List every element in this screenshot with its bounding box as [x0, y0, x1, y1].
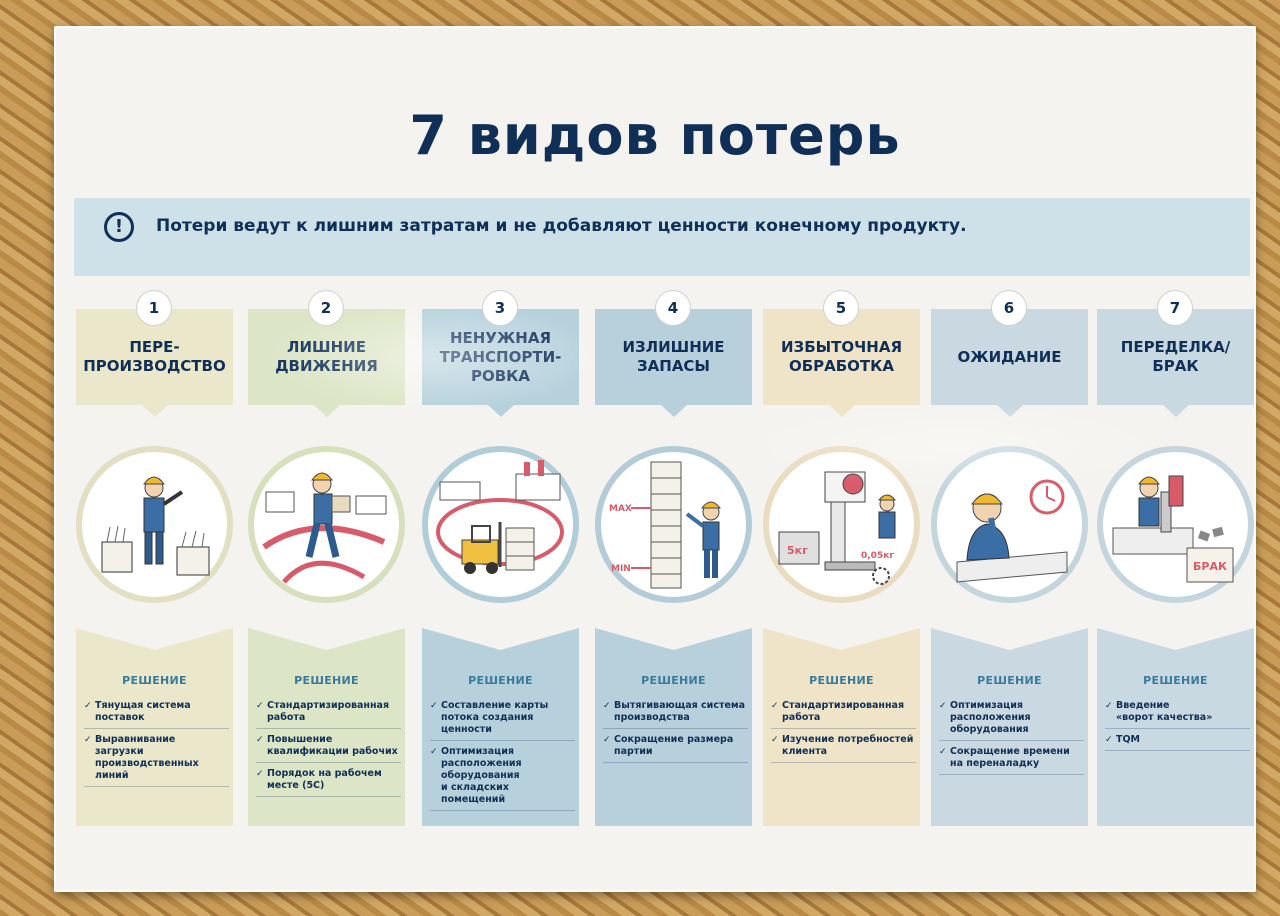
- waste-column-5: ИЗБЫТОЧНАЯ ОБРАБОТКА 5 5кг 0,05кг РЕШЕНИ…: [763, 291, 920, 831]
- forklift-icon: [422, 446, 579, 603]
- solution-item: Оптимизация расположения оборудования и …: [430, 746, 575, 811]
- solution-title: РЕШЕНИЕ: [122, 674, 187, 687]
- exclamation-icon: !: [104, 212, 134, 242]
- solution-title: РЕШЕНИЕ: [1143, 674, 1208, 687]
- defect-box-icon: БРАК: [1097, 446, 1254, 603]
- waste-column-2: ЛИШНИЕ ДВИЖЕНИЯ 2 РЕШЕНИЕ Стандартизиров…: [248, 291, 405, 831]
- weight-label: 0,05кг: [861, 551, 894, 561]
- solution-panel: РЕШЕНИЕ Вытягивающая система производств…: [595, 628, 752, 826]
- waste-number: 1: [137, 291, 171, 325]
- solution-item: Оптимизация расположения оборудования: [939, 700, 1084, 741]
- solution-list: Введение «ворот качества» TQM: [1105, 700, 1250, 756]
- waste-title: ИЗБЫТОЧНАЯ ОБРАБОТКА: [763, 309, 920, 417]
- waste-title: ИЗЛИШНИЕ ЗАПАСЫ: [595, 309, 752, 417]
- worker-overproduction-icon: [76, 446, 233, 603]
- waste-column-4: ИЗЛИШНИЕ ЗАПАСЫ 4 MAX MIN: [595, 291, 752, 831]
- drill-press-icon: 5кг 0,05кг: [763, 446, 920, 603]
- waste-number: 7: [1158, 291, 1192, 325]
- waste-number: 5: [824, 291, 858, 325]
- poster: 7 видов потерь ! Потери ведут к лишним з…: [54, 26, 1256, 892]
- solution-item: Тянущая система поставок: [84, 700, 229, 729]
- solution-list: Составление карты потока создания ценнос…: [430, 700, 575, 816]
- solution-item: Изучение потребностей клиента: [771, 734, 916, 763]
- waste-number: 2: [309, 291, 343, 325]
- solution-item: Введение «ворот качества»: [1105, 700, 1250, 729]
- solution-item: Стандартизированная работа: [771, 700, 916, 729]
- defect-label: БРАК: [1193, 560, 1227, 573]
- solution-item: Стандартизированная работа: [256, 700, 401, 729]
- waste-title: ПЕРЕДЕЛКА/ БРАК: [1097, 309, 1254, 417]
- solution-list: Оптимизация расположения оборудования Со…: [939, 700, 1084, 780]
- solution-panel: РЕШЕНИЕ Оптимизация расположения оборудо…: [931, 628, 1088, 826]
- solution-item: Сокращение времени на переналадку: [939, 746, 1084, 775]
- worker-moving-box-icon: [248, 446, 405, 603]
- solution-item: Сокращение размера партии: [603, 734, 748, 763]
- solution-item: TQM: [1105, 734, 1250, 751]
- solution-title: РЕШЕНИЕ: [809, 674, 874, 687]
- weight-label: 5кг: [787, 544, 808, 557]
- info-banner: ! Потери ведут к лишним затратам и не до…: [74, 198, 1250, 276]
- waste-number: 6: [992, 291, 1026, 325]
- solution-item: Вытягивающая система производства: [603, 700, 748, 729]
- solution-panel: РЕШЕНИЕ Введение «ворот качества» TQM: [1097, 628, 1254, 826]
- waste-column-6: ОЖИДАНИЕ 6 РЕШЕНИЕ Оптимизация расположе…: [931, 291, 1088, 831]
- solution-panel: РЕШЕНИЕ Тянущая система поставок Выравни…: [76, 628, 233, 826]
- waste-column-1: ПЕРЕ- ПРОИЗВОДСТВО 1 РЕШЕНИЕ Тянущая сис…: [76, 291, 233, 831]
- solution-item: Повышение квалификации рабочих: [256, 734, 401, 763]
- waste-title: ОЖИДАНИЕ: [931, 309, 1088, 417]
- solution-item: Порядок на рабочем месте (5С): [256, 768, 401, 797]
- solution-item: Выравнивание загрузки производственных л…: [84, 734, 229, 787]
- solution-panel: РЕШЕНИЕ Стандартизированная работа Изуче…: [763, 628, 920, 826]
- waste-title: ЛИШНИЕ ДВИЖЕНИЯ: [248, 309, 405, 417]
- waste-number: 3: [483, 291, 517, 325]
- min-label: MIN: [611, 564, 631, 574]
- solution-panel: РЕШЕНИЕ Составление карты потока создани…: [422, 628, 579, 826]
- stacked-boxes-icon: MAX MIN: [595, 446, 752, 603]
- solution-list: Вытягивающая система производства Сокращ…: [603, 700, 748, 768]
- waste-title: ПЕРЕ- ПРОИЗВОДСТВО: [76, 309, 233, 417]
- solution-title: РЕШЕНИЕ: [294, 674, 359, 687]
- poster-title: 7 видов потерь: [409, 104, 901, 167]
- solution-panel: РЕШЕНИЕ Стандартизированная работа Повыш…: [248, 628, 405, 826]
- solution-list: Тянущая система поставок Выравнивание за…: [84, 700, 229, 792]
- waiting-worker-clock-icon: [931, 446, 1088, 603]
- waste-number: 4: [656, 291, 690, 325]
- waste-column-7: ПЕРЕДЕЛКА/ БРАК 7 БРАК РЕШЕНИЕ Введение …: [1097, 291, 1254, 831]
- banner-text: Потери ведут к лишним затратам и не доба…: [156, 216, 967, 236]
- solution-list: Стандартизированная работа Изучение потр…: [771, 700, 916, 768]
- solution-title: РЕШЕНИЕ: [977, 674, 1042, 687]
- solution-list: Стандартизированная работа Повышение ква…: [256, 700, 401, 802]
- solution-title: РЕШЕНИЕ: [468, 674, 533, 687]
- solution-item: Составление карты потока создания ценнос…: [430, 700, 575, 741]
- waste-column-3: НЕНУЖНАЯ ТРАНСПОРТИ- РОВКА 3 РЕШЕНИЕ Сос…: [422, 291, 579, 831]
- waste-title: НЕНУЖНАЯ ТРАНСПОРТИ- РОВКА: [422, 309, 579, 417]
- max-label: MAX: [609, 504, 632, 514]
- solution-title: РЕШЕНИЕ: [641, 674, 706, 687]
